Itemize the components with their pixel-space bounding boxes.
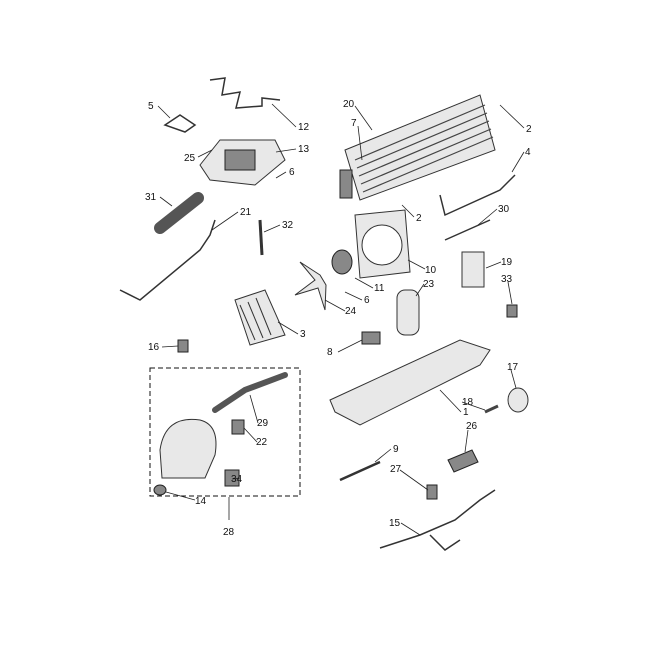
callout: 23 — [423, 279, 435, 290]
callout: 4 — [525, 147, 531, 158]
callout: 2 — [416, 213, 422, 224]
callout: 32 — [282, 220, 294, 231]
callout: 19 — [501, 257, 513, 268]
part-rod-32 — [258, 219, 264, 256]
part-pin-18 — [484, 404, 499, 414]
callout: 33 — [501, 274, 513, 285]
part-harness-15 — [379, 489, 496, 551]
part-grommet-14 — [153, 484, 167, 496]
part-box-13-detail — [224, 149, 256, 171]
part-rod-9 — [339, 460, 381, 482]
callout: 6 — [289, 167, 295, 178]
compressor-assembly-box — [149, 367, 301, 497]
leader-lines — [157, 103, 525, 536]
callout: 8 — [327, 347, 333, 358]
part-wheel-17 — [507, 387, 529, 413]
callout: 21 — [240, 207, 252, 218]
callout: 34 — [231, 474, 243, 485]
part-tube-12 — [209, 77, 281, 109]
part-16 — [177, 339, 189, 353]
callout-labels: 5 12 25 13 6 31 21 32 20 7 2 4 2 30 10 1… — [145, 99, 532, 538]
callout: 17 — [507, 362, 519, 373]
callout: 14 — [195, 496, 207, 507]
part-tube-31 — [154, 192, 204, 234]
callout: 26 — [466, 421, 478, 432]
part-wire-21 — [119, 219, 216, 301]
callout: 7 — [351, 118, 357, 129]
callout: 25 — [184, 153, 196, 164]
part-block-19 — [461, 251, 485, 288]
callout: 27 — [390, 464, 402, 475]
part-compressor — [159, 418, 217, 479]
callout: 12 — [298, 122, 310, 133]
part-heater-30 — [444, 219, 491, 241]
part-block-23 — [396, 289, 420, 336]
part-pad-8 — [361, 331, 381, 345]
callout: 3 — [300, 329, 306, 340]
part-tube-4 — [439, 174, 516, 217]
part-evaporator-3 — [234, 289, 286, 346]
part-shroud-10-opening — [361, 224, 403, 266]
part-pad-26 — [447, 449, 479, 473]
part-fan-24 — [294, 261, 327, 311]
part-22 — [231, 419, 245, 435]
callout: 6 — [364, 295, 370, 306]
callout: 10 — [425, 265, 437, 276]
callout: 20 — [343, 99, 355, 110]
callout: 5 — [148, 101, 154, 112]
part-motor-11 — [331, 249, 353, 275]
callout: 11 — [374, 283, 385, 294]
callout: 13 — [298, 144, 310, 155]
part-condenser — [339, 94, 496, 201]
callout: 22 — [256, 437, 268, 448]
callout: 15 — [389, 518, 401, 529]
callout: 30 — [498, 204, 510, 215]
callout: 29 — [257, 418, 269, 429]
callout: 9 — [393, 444, 399, 455]
part-clip-5 — [163, 114, 197, 133]
part-filter-29 — [212, 372, 288, 413]
callout: 28 — [223, 527, 235, 538]
callout: 2 — [526, 124, 532, 135]
callout: 1 — [463, 407, 469, 418]
callout: 16 — [148, 342, 160, 353]
callout: 24 — [345, 306, 357, 317]
callout: 18 — [462, 397, 474, 408]
part-clip-33 — [506, 304, 518, 318]
part-base-1 — [329, 339, 491, 426]
callout: 31 — [145, 192, 157, 203]
part-clip-27 — [426, 484, 438, 500]
